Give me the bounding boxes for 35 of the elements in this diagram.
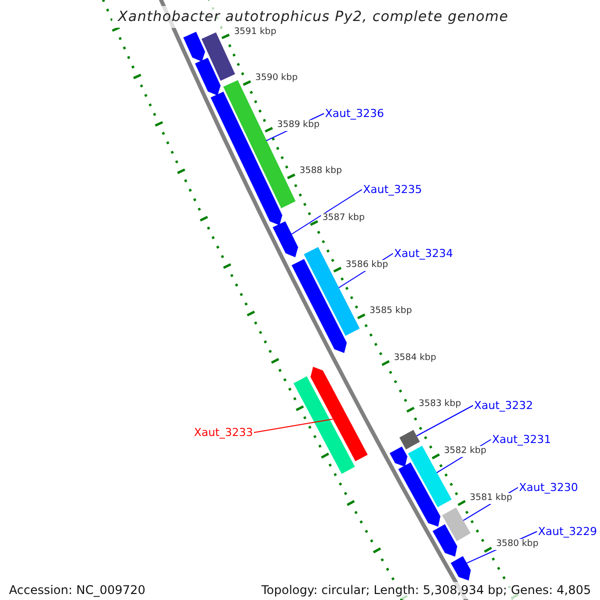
scale-label: 3588 kbp	[298, 166, 343, 178]
gene-label: Xaut_3234	[394, 247, 454, 260]
gene-bar	[399, 430, 420, 450]
gene-label: Xaut_3232	[474, 399, 534, 412]
scale-label: 3580 kbp	[495, 539, 540, 550]
gene-bar	[310, 366, 368, 462]
scale-label: 3585 kbp	[368, 306, 413, 318]
gene-bar	[195, 58, 221, 96]
scale-label: 3581 kbp	[468, 492, 514, 504]
scale-label: 3586 kbp	[344, 260, 390, 271]
leader-line	[416, 405, 474, 436]
gene-bar	[442, 508, 471, 542]
gene-label: Xaut_3230	[519, 481, 578, 494]
gene-bar	[272, 221, 298, 258]
gene-label: Xaut_3236	[325, 107, 384, 120]
scale-label: 3591 kbp	[232, 26, 278, 38]
gene-bar	[432, 524, 458, 557]
gene-bar	[292, 259, 347, 353]
scale-label: 3587 kbp	[321, 212, 366, 224]
gene-label: Xaut_3233	[194, 426, 253, 439]
gene-bar	[450, 556, 471, 580]
gene-label: Xaut_3229	[538, 525, 598, 538]
leader-line	[291, 189, 362, 235]
gene-bar	[202, 32, 236, 81]
scale-label: 3582 kbp	[442, 446, 488, 457]
gene-label: Xaut_3235	[363, 183, 422, 196]
leader-line	[254, 418, 334, 433]
scale-label: 3589 kbp	[276, 120, 321, 131]
gene-bar	[294, 376, 355, 474]
gene-bar	[398, 462, 440, 527]
scale-label: 3590 kbp	[254, 73, 299, 84]
scale-label: 3583 kbp	[418, 399, 462, 410]
gene-bar	[183, 32, 206, 62]
gene-label: Xaut_3231	[492, 433, 552, 446]
scale-label: 3584 kbp	[392, 352, 438, 364]
